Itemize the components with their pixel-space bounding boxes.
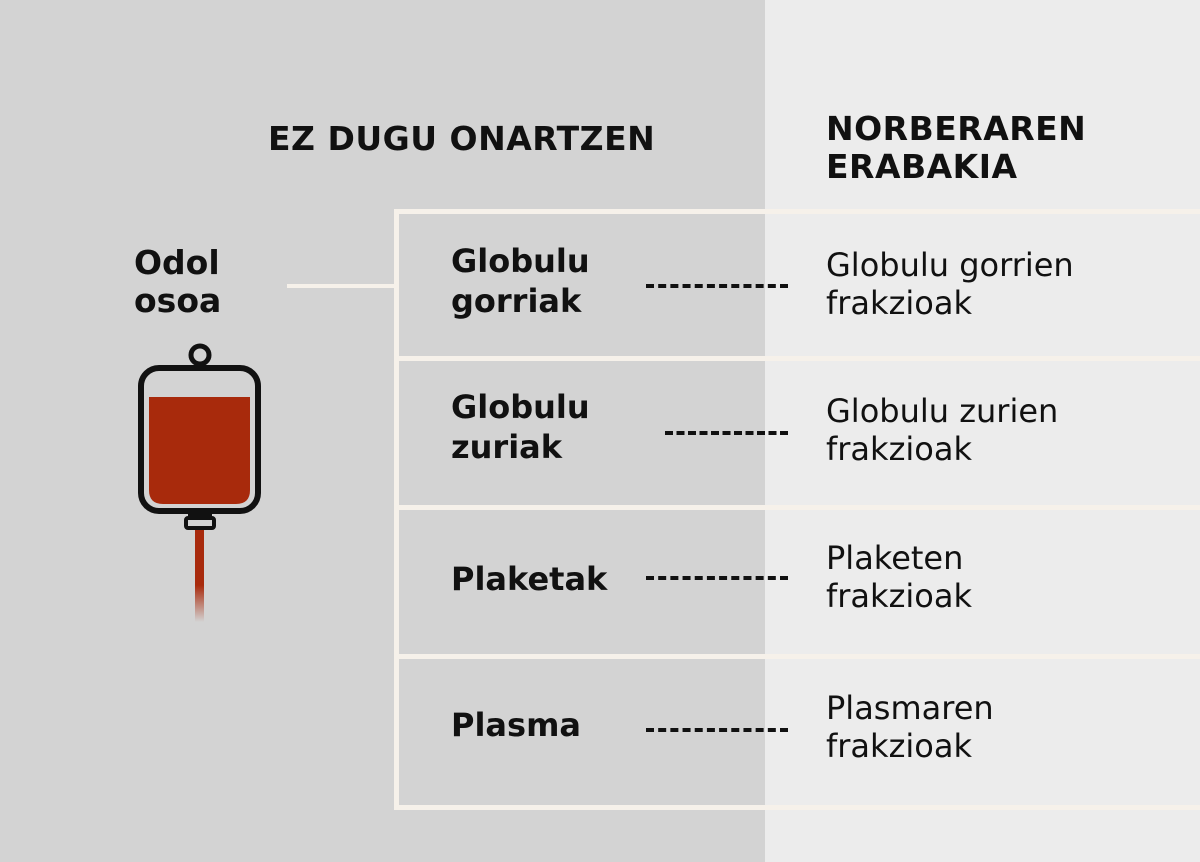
row-divider: [398, 654, 1200, 659]
whole-blood-label: Odol osoa: [134, 243, 222, 320]
fraction-white-cells: Globulu zurien frakzioak: [826, 392, 1059, 468]
right-panel-background: [765, 0, 1200, 862]
dashed-connector: [646, 576, 788, 580]
connector-line: [287, 284, 397, 288]
row-divider: [398, 356, 1200, 361]
component-plasma: Plasma: [451, 706, 581, 744]
heading-not-accepted: EZ DUGU ONARTZEN: [268, 119, 656, 158]
dashed-connector: [646, 284, 788, 288]
left-panel-background: [0, 0, 765, 862]
dashed-connector: [665, 431, 788, 435]
heading-personal-decision: NORBERAREN ERABAKIA: [826, 109, 1087, 186]
row-divider: [398, 505, 1200, 510]
component-red-cells: Globulu gorriak: [451, 242, 590, 320]
fraction-plasma: Plasmaren frakzioak: [826, 689, 994, 765]
fraction-platelets: Plaketen frakzioak: [826, 539, 972, 615]
fraction-red-cells: Globulu gorrien frakzioak: [826, 246, 1074, 322]
component-platelets: Plaketak: [451, 560, 608, 598]
blood-bag-icon: [138, 343, 261, 622]
components-bracket: [394, 209, 1200, 810]
component-white-cells: Globulu zuriak: [451, 388, 590, 466]
dashed-connector: [646, 728, 788, 732]
